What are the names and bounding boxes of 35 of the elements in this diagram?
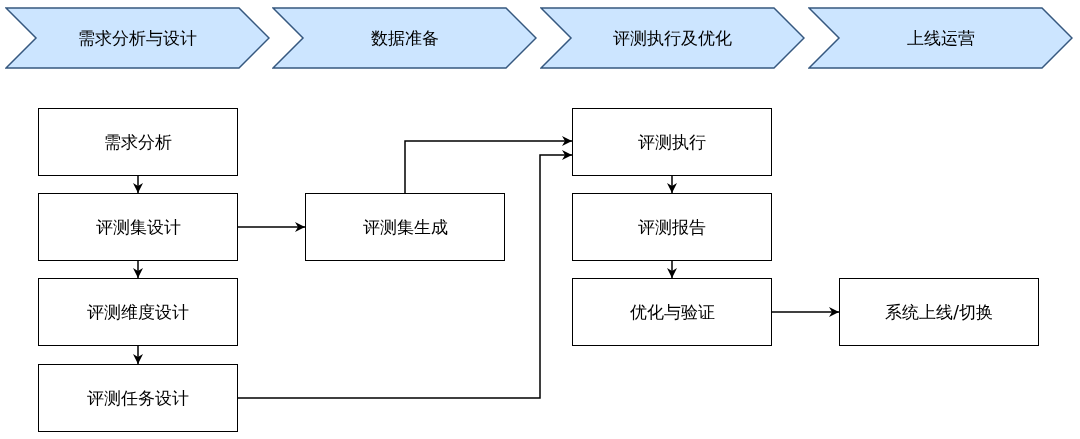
process-box: [305, 193, 505, 261]
node-label: 评测执行: [638, 130, 706, 154]
node-label: 数据准备: [370, 26, 439, 50]
node-label: 优化与验证: [629, 300, 715, 324]
process-box: [38, 364, 238, 432]
arrow: [667, 175, 677, 194]
process-box: [572, 278, 772, 346]
phase-banner: [540, 7, 805, 69]
phase-banner: [5, 7, 270, 69]
arrow: [771, 307, 840, 317]
process-box: [38, 278, 238, 346]
process-box: [572, 193, 772, 261]
phase-banner: [272, 7, 537, 69]
process-box: [38, 193, 238, 261]
arrow: [133, 260, 143, 279]
process-box: [839, 278, 1039, 346]
arrow: [667, 260, 677, 279]
node-label: 评测执行及优化: [613, 26, 732, 50]
node-label: 需求分析: [104, 130, 172, 154]
phase-banner: [808, 7, 1073, 69]
node-label: 评测报告: [638, 215, 706, 239]
arrow: [404, 136, 573, 194]
node-label: 评测维度设计: [87, 300, 189, 324]
arrow: [237, 150, 573, 399]
arrow: [133, 345, 143, 365]
node-label: 需求分析与设计: [78, 26, 197, 50]
node-label: 评测任务设计: [87, 386, 189, 410]
process-box: [572, 108, 772, 176]
arrow: [237, 222, 306, 232]
node-label: 评测集生成: [362, 215, 448, 239]
process-box: [38, 108, 238, 176]
node-label: 系统上线/切换: [885, 300, 993, 324]
arrow: [133, 175, 143, 194]
node-label: 评测集设计: [95, 215, 181, 239]
node-label: 上线运营: [906, 26, 975, 50]
